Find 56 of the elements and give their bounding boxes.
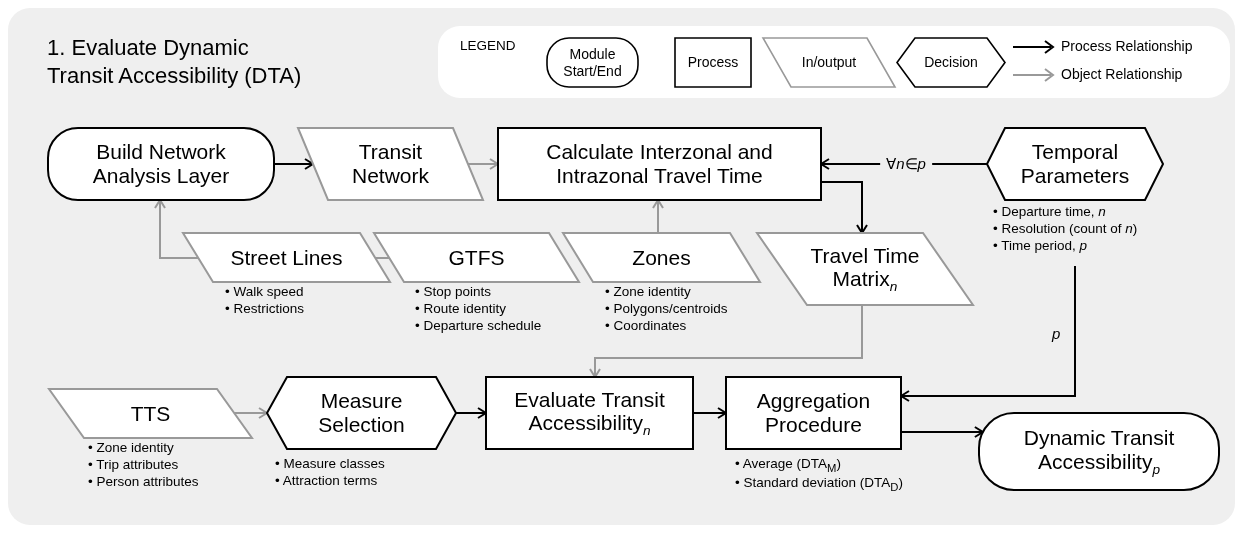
node-label: Street Lines bbox=[229, 245, 344, 270]
bullet-item: • Polygons/centroids bbox=[605, 300, 728, 318]
legend-label: Process bbox=[686, 54, 740, 71]
diagram-title: 1. Evaluate Dynamic Transit Accessibility (DTA) bbox=[47, 34, 303, 89]
bullet-item: • Route identity bbox=[415, 300, 508, 318]
bullet-item: • Average (DTA$_{M}$) bbox=[735, 456, 842, 475]
edge-label: ∀n∈p bbox=[880, 155, 932, 173]
input-output-box bbox=[563, 233, 760, 282]
bullet-item: • Standard deviation (DTA$_{D}$) bbox=[735, 474, 903, 494]
arrow bbox=[467, 158, 499, 170]
node-label: Measure Selection bbox=[317, 389, 406, 437]
legend-label: Decision bbox=[923, 54, 979, 71]
process-box bbox=[498, 128, 821, 200]
bullet-item: • Person attributes bbox=[88, 473, 199, 491]
bullet-item: • Walk speed bbox=[225, 284, 304, 301]
node-label: Dynamic Transit Accessibility$_{p}$ bbox=[1022, 426, 1176, 477]
legend-label: Process Relationship bbox=[1061, 38, 1193, 54]
bullet-item: • Time period, p bbox=[993, 237, 1089, 255]
bullet-item: • Coordinates bbox=[605, 317, 688, 335]
arrow bbox=[455, 407, 487, 419]
bullet-item: • Attraction terms bbox=[275, 472, 379, 490]
legend-label: Object Relationship bbox=[1061, 66, 1183, 82]
arrow bbox=[652, 199, 664, 234]
node-label: TTS bbox=[129, 401, 172, 426]
input-output-box bbox=[49, 389, 252, 438]
node-label: Temporal Parameters bbox=[1019, 140, 1131, 188]
legend-heading: LEGEND bbox=[460, 38, 516, 53]
bullet-item: • Restrictions bbox=[225, 300, 304, 318]
process-box bbox=[726, 377, 901, 449]
bullet-item: • Zone identity bbox=[605, 284, 692, 301]
bullet-item: • Trip attributes bbox=[88, 456, 180, 474]
node-label: Build Network Analysis Layer bbox=[91, 140, 231, 188]
input-output-box bbox=[374, 233, 579, 282]
bullet-item: • Measure classes bbox=[275, 456, 385, 473]
bullet-item: • Resolution (count of n) bbox=[993, 220, 1138, 238]
legend-label: In/output bbox=[800, 54, 858, 71]
node-label: Evaluate Transit Accessibility$_{n}$ bbox=[513, 387, 666, 439]
node-label: Aggregation Procedure bbox=[755, 389, 872, 437]
bullet-item: • Departure time, n bbox=[993, 204, 1107, 221]
node-label: Transit Network bbox=[351, 140, 430, 188]
process-box bbox=[486, 377, 693, 449]
edge-label: p bbox=[1052, 325, 1061, 342]
input-output-box bbox=[298, 128, 483, 200]
terminator-box bbox=[979, 413, 1219, 490]
bullet-item: • Stop points bbox=[415, 284, 493, 301]
input-output-box bbox=[757, 233, 973, 305]
node-label: Calculate Interzonal and Intrazonal Travel Time bbox=[545, 140, 774, 188]
node-label: Zones bbox=[631, 245, 692, 270]
node-label: Travel Time Matrix$_{n}$ bbox=[809, 243, 921, 295]
decision-hexagon bbox=[987, 128, 1163, 200]
bullet-item: • Departure schedule bbox=[415, 317, 542, 335]
node-label: GTFS bbox=[447, 245, 506, 270]
arrow bbox=[589, 304, 863, 378]
terminator-box bbox=[48, 128, 274, 200]
bullet-item: • Zone identity bbox=[88, 440, 175, 457]
legend-label: Module Start/End bbox=[562, 46, 623, 79]
